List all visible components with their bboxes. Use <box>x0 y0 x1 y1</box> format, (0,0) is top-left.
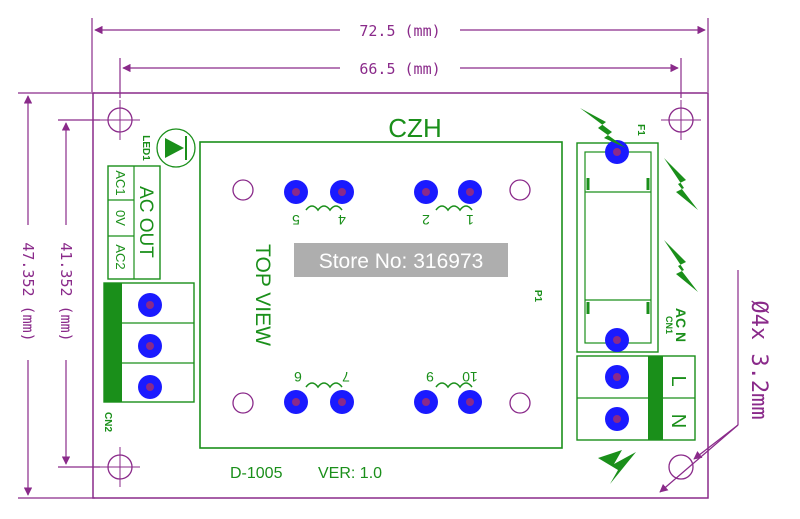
relay-pad <box>284 180 308 204</box>
high-voltage-icon <box>664 158 698 210</box>
relay-hole <box>509 179 531 201</box>
ac-n-label: AC N <box>673 308 689 342</box>
cn1-terminal-block <box>576 355 696 441</box>
coil-symbol <box>305 205 343 212</box>
l-terminal-label: L <box>667 375 689 386</box>
fuse-pad <box>605 328 629 352</box>
ac1-label: AC1 <box>113 170 128 195</box>
hole-spacing-x-label: 66.5 (mm) <box>359 60 440 78</box>
coil-symbol <box>435 382 473 389</box>
pin-label: 10 <box>462 369 478 385</box>
pin-label: 4 <box>338 212 346 228</box>
relay-hole <box>232 179 254 201</box>
relay-pad <box>330 390 354 414</box>
hole-note: Ø4x 3.2mm <box>659 270 771 493</box>
fuse-holder <box>576 142 659 353</box>
pin-label: 5 <box>292 212 300 228</box>
terminal-pad <box>138 334 162 358</box>
cn2-ref-label: CN2 <box>102 412 113 432</box>
pin-label: 9 <box>426 369 434 385</box>
ac-out-label-block <box>107 165 161 280</box>
pin-label: 1 <box>466 212 474 228</box>
high-voltage-icon <box>664 240 698 292</box>
total-width-label: 72.5 (mm) <box>359 22 440 40</box>
mount-hole <box>668 454 694 480</box>
watermark-label: Store No: 316973 <box>319 250 484 273</box>
pin-label: 2 <box>422 212 430 228</box>
terminal-pad <box>138 293 162 317</box>
relay-pad <box>458 390 482 414</box>
top-view-label: TOP VIEW <box>251 244 274 346</box>
relay-pad <box>414 390 438 414</box>
relay-pad <box>330 180 354 204</box>
n-terminal-label: N <box>667 414 689 428</box>
pin-label: 7 <box>342 369 350 385</box>
relay-pad <box>458 180 482 204</box>
model-label: D-1005 <box>230 465 283 482</box>
ac2-label: AC2 <box>113 244 128 269</box>
relay-outline <box>199 141 563 449</box>
coil-symbol <box>305 382 343 389</box>
cn1-ref-label: CN1 <box>664 316 674 334</box>
relay-pad <box>414 180 438 204</box>
cn2-terminal-block <box>103 282 195 403</box>
brand-label: CZH <box>388 113 441 143</box>
pin-label: 6 <box>294 369 302 385</box>
mount-hole <box>100 447 140 487</box>
high-voltage-icon <box>580 108 626 148</box>
high-voltage-icon <box>598 450 636 484</box>
relay-ref-label: P1 <box>532 290 543 303</box>
version-label: VER: 1.0 <box>318 465 382 482</box>
relay-hole <box>509 392 531 414</box>
terminal-pad <box>138 375 162 399</box>
terminal-pad <box>605 407 629 431</box>
dimension-total-height: 47.352 (mm) <box>18 92 95 499</box>
terminal-pad <box>605 365 629 389</box>
watermark-band <box>294 243 508 277</box>
mount-hole <box>100 100 140 140</box>
hole-spacing-y-label: 41.352 (mm) <box>57 242 75 341</box>
relay-pad <box>284 390 308 414</box>
dimension-hole-spacing-x: 66.5 (mm) <box>119 58 682 98</box>
dimension-total-width: 72.5 (mm) <box>91 18 709 92</box>
ac-out-label: AC OUT <box>135 186 156 258</box>
hole-note-label: Ø4x 3.2mm <box>746 300 771 419</box>
board-outline <box>92 92 709 499</box>
relay-hole <box>232 392 254 414</box>
fuse-ref-label: F1 <box>635 124 646 136</box>
total-height-label: 47.352 (mm) <box>19 242 37 341</box>
zero-v-label: 0V <box>113 210 128 226</box>
led-ref-label: LED1 <box>140 135 151 161</box>
coil-symbol <box>435 205 473 212</box>
led-component <box>156 128 196 168</box>
mount-hole <box>661 100 701 140</box>
